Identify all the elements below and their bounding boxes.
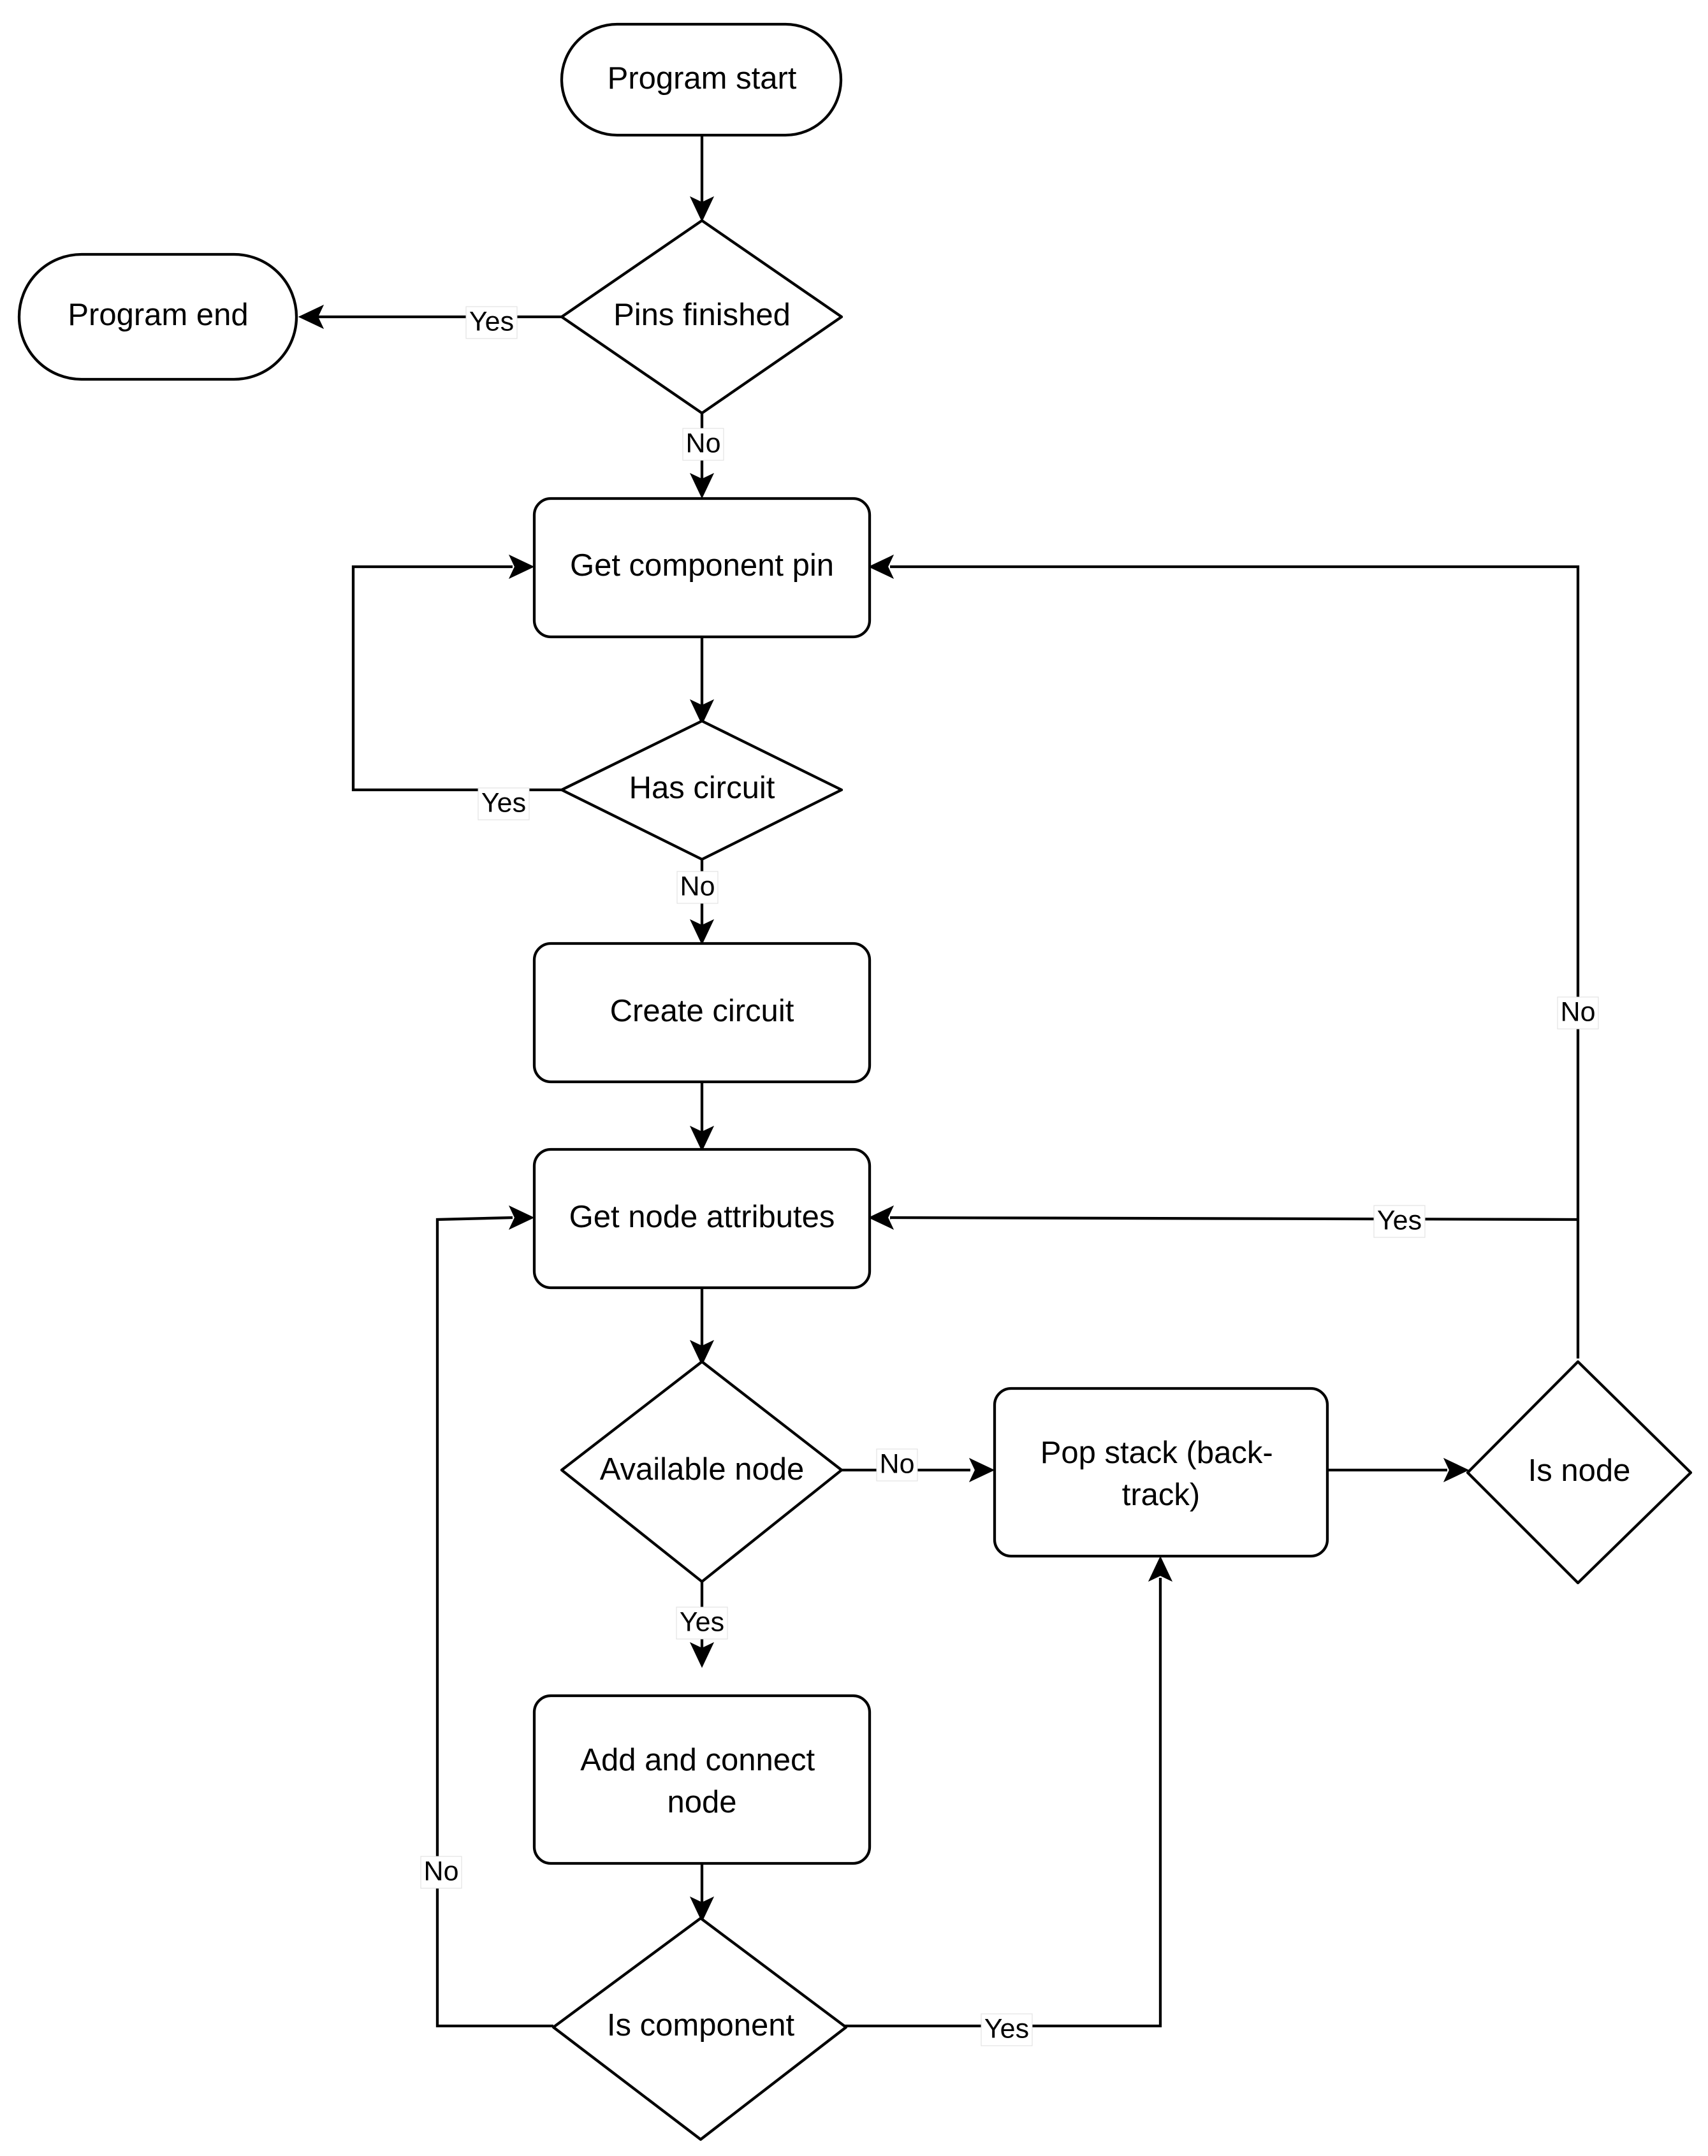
edge-label-has-circuit-yes: Yes xyxy=(478,787,530,820)
node-pop-stack: Pop stack (back- track) xyxy=(993,1387,1329,1558)
arrowhead-icon xyxy=(689,1642,715,1668)
svg-text:Yes: Yes xyxy=(680,1606,724,1637)
svg-text:Yes: Yes xyxy=(469,306,514,337)
svg-text:No: No xyxy=(680,871,715,901)
svg-text:Yes: Yes xyxy=(481,787,526,818)
arrowhead-icon xyxy=(1148,1555,1173,1582)
edge-label-pins-finished-no: No xyxy=(682,428,724,461)
arrowhead-icon xyxy=(689,919,715,945)
edge-label-is-component-no: No xyxy=(420,1856,462,1889)
node-pins-finished: Pins finished xyxy=(560,219,843,415)
node-program-end: Program end xyxy=(17,252,298,381)
node-label: Is node xyxy=(1528,1453,1631,1488)
node-is-component: Is component xyxy=(551,1916,848,2141)
node-label: Program start xyxy=(608,61,797,96)
arrowhead-icon xyxy=(868,1205,894,1230)
node-label: Has circuit xyxy=(629,771,775,805)
node-label-line: node xyxy=(667,1785,736,1819)
edge-is-component-no-to-get-node-attributes xyxy=(435,1216,553,2028)
node-available-node: Available node xyxy=(560,1360,843,1584)
svg-text:Yes: Yes xyxy=(984,2013,1029,2044)
edges xyxy=(318,135,1580,2028)
arrowhead-icon xyxy=(689,472,715,499)
node-get-component-pin: Get component pin xyxy=(532,497,872,639)
node-label: Pins finished xyxy=(613,298,791,332)
edge-has-circuit-yes-loop xyxy=(351,565,562,792)
node-label: Get component pin xyxy=(570,548,834,583)
svg-text:No: No xyxy=(1561,996,1596,1027)
node-label: Is component xyxy=(607,2008,795,2043)
node-label-line: track) xyxy=(1122,1478,1201,1512)
svg-text:Yes: Yes xyxy=(1377,1205,1422,1235)
edge-label-is-component-yes: Yes xyxy=(981,2013,1033,2046)
arrowhead-icon xyxy=(689,1339,715,1366)
arrowhead-icon xyxy=(689,196,715,222)
edge-labels: Yes No Yes No No Yes No Yes xyxy=(420,306,1599,2046)
arrowhead-icon xyxy=(508,554,535,579)
edge-is-component-yes-to-pop-stack xyxy=(843,1578,1162,2028)
arrowhead-icon xyxy=(298,304,325,330)
edge-label-available-node-no: No xyxy=(876,1448,918,1482)
svg-text:No: No xyxy=(424,1856,459,1886)
node-is-node: Is node xyxy=(1466,1360,1693,1585)
node-label: Available node xyxy=(600,1452,805,1487)
arrowhead-icon xyxy=(868,554,894,579)
node-has-circuit: Has circuit xyxy=(560,719,843,861)
arrowhead-icon xyxy=(968,1457,995,1483)
edge-label-is-node-no: No xyxy=(1557,996,1599,1030)
arrowhead-icon xyxy=(508,1205,535,1230)
svg-text:No: No xyxy=(686,428,721,458)
arrowhead-icon xyxy=(689,1896,715,1923)
node-label-line: Pop stack (back- xyxy=(1040,1436,1273,1470)
edge-label-available-node-yes: Yes xyxy=(676,1606,728,1640)
arrowheads xyxy=(298,196,1470,1923)
node-add-connect-node: Add and connect node xyxy=(532,1694,872,1865)
arrowhead-icon xyxy=(689,1125,715,1152)
svg-text:No: No xyxy=(880,1448,915,1479)
edge-is-node-no-to-get-component-pin xyxy=(890,565,1580,1358)
node-label: Program end xyxy=(68,298,248,332)
node-create-circuit: Create circuit xyxy=(532,942,872,1084)
edge-label-pins-finished-yes: Yes xyxy=(465,306,518,339)
edge-label-has-circuit-no: No xyxy=(676,871,719,904)
node-label: Get node attributes xyxy=(569,1200,835,1234)
node-program-start: Program start xyxy=(560,22,843,137)
arrowhead-icon xyxy=(1443,1457,1470,1483)
arrowhead-icon xyxy=(689,699,715,725)
node-get-node-attributes: Get node attributes xyxy=(532,1147,872,1290)
edge-label-is-node-yes: Yes xyxy=(1373,1205,1426,1238)
svg-text:Pop stack (back- track): Pop stack (back- track) xyxy=(1040,1436,1282,1512)
edge-is-node-yes-to-get-node-attributes xyxy=(889,1216,1579,1221)
svg-text:Add and connect node: Add and connect node xyxy=(580,1743,823,1819)
node-label-line: Add and connect xyxy=(580,1743,815,1777)
node-label: Create circuit xyxy=(610,994,794,1028)
